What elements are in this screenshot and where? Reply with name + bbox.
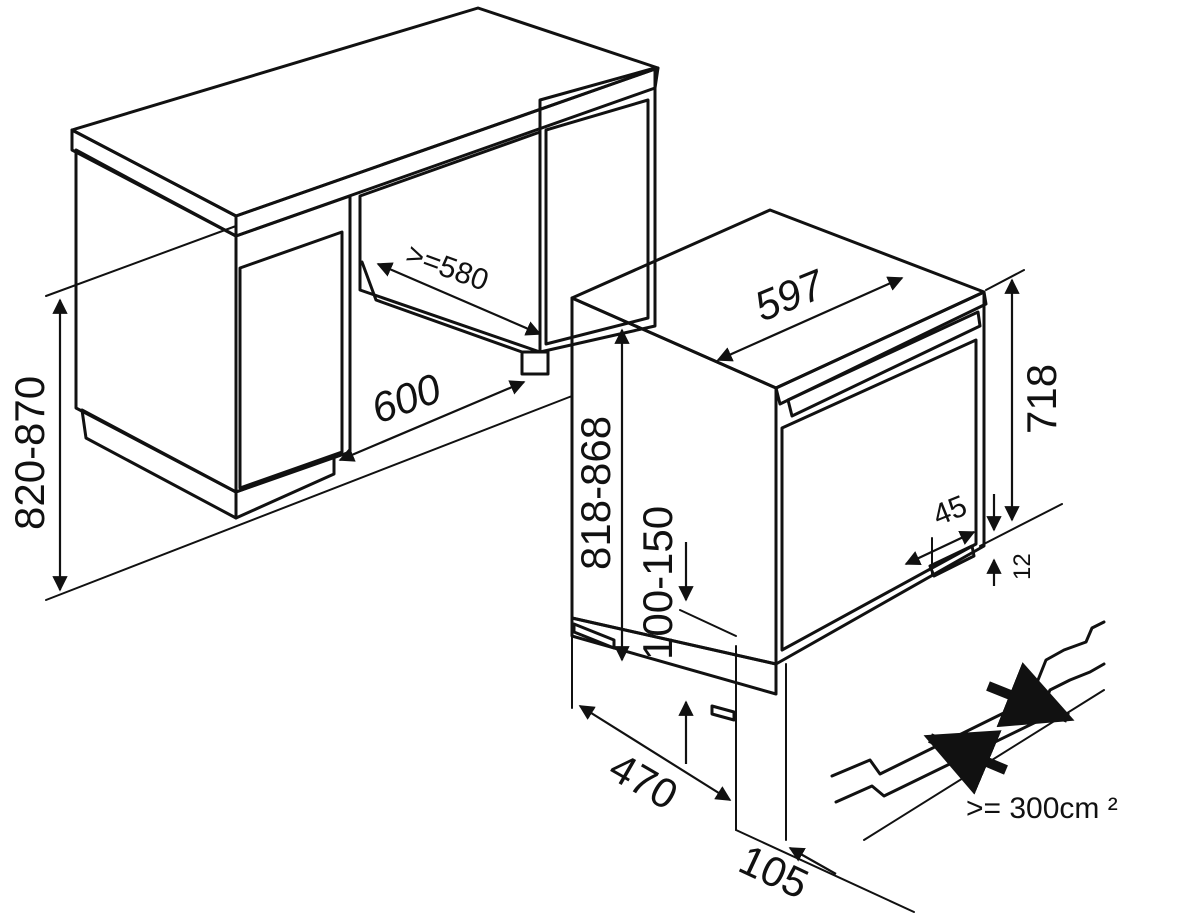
left-plinth [80, 408, 238, 520]
vent-profile-top [830, 620, 1106, 778]
door-height-label: 718 [1018, 364, 1065, 434]
appliance-door [780, 338, 978, 652]
plinth-foot-left [572, 622, 616, 650]
handle-offset-arrow [904, 530, 976, 566]
right-door-panel [544, 98, 650, 346]
appliance-front-frame [774, 290, 986, 666]
niche-back [358, 130, 542, 354]
left-door-panel [238, 230, 344, 490]
base-depth-label: 470 [602, 743, 686, 819]
left-plinth-side [234, 454, 336, 520]
niche-depth-arrow [376, 262, 542, 336]
niche-width-arrow [338, 380, 526, 462]
plinth-inner-line [679, 609, 737, 637]
vent-arrow-out [986, 662, 1075, 728]
vent-arrow-in [923, 730, 1008, 795]
plinth-height-label: 100-150 [634, 506, 681, 660]
appliance-width-arrow [716, 276, 904, 362]
right-plinth [520, 350, 550, 376]
worktop [70, 6, 660, 218]
plinth-setback-arrow [788, 847, 837, 875]
floor-line-left [45, 395, 573, 601]
niche-width-label: 600 [365, 364, 448, 432]
control-panel [774, 290, 988, 406]
floor-ext-line [45, 225, 237, 297]
cabinet-height-label: 820-870 [6, 376, 53, 530]
worktop-side-edge [234, 66, 660, 238]
door-height-ext-bottom [979, 503, 1063, 547]
door-handle [786, 310, 982, 418]
floor-line-right [735, 829, 915, 913]
plinth-foot-right [710, 704, 736, 722]
bottom-gap-label: 12 [1009, 553, 1036, 580]
vent-profile-bottom [834, 662, 1106, 804]
left-carcass-front [74, 148, 238, 494]
niche-depth-label: >=580 [402, 238, 493, 298]
appliance-height-label: 818-868 [572, 416, 619, 570]
door-height-ext-top [985, 269, 1025, 291]
base-depth-arrow [578, 705, 732, 801]
kitchen-cabinet [45, 6, 660, 601]
handle-offset-label: 45 [928, 489, 971, 532]
ventilation-label: >= 300cm ² [966, 792, 1118, 825]
left-carcass-side [234, 194, 352, 494]
ventilation-detail: >= 300cm ² [830, 620, 1118, 841]
appliance-plinth [570, 616, 778, 696]
worktop-front-edge [70, 128, 238, 238]
appliance-width-label: 597 [748, 260, 832, 330]
